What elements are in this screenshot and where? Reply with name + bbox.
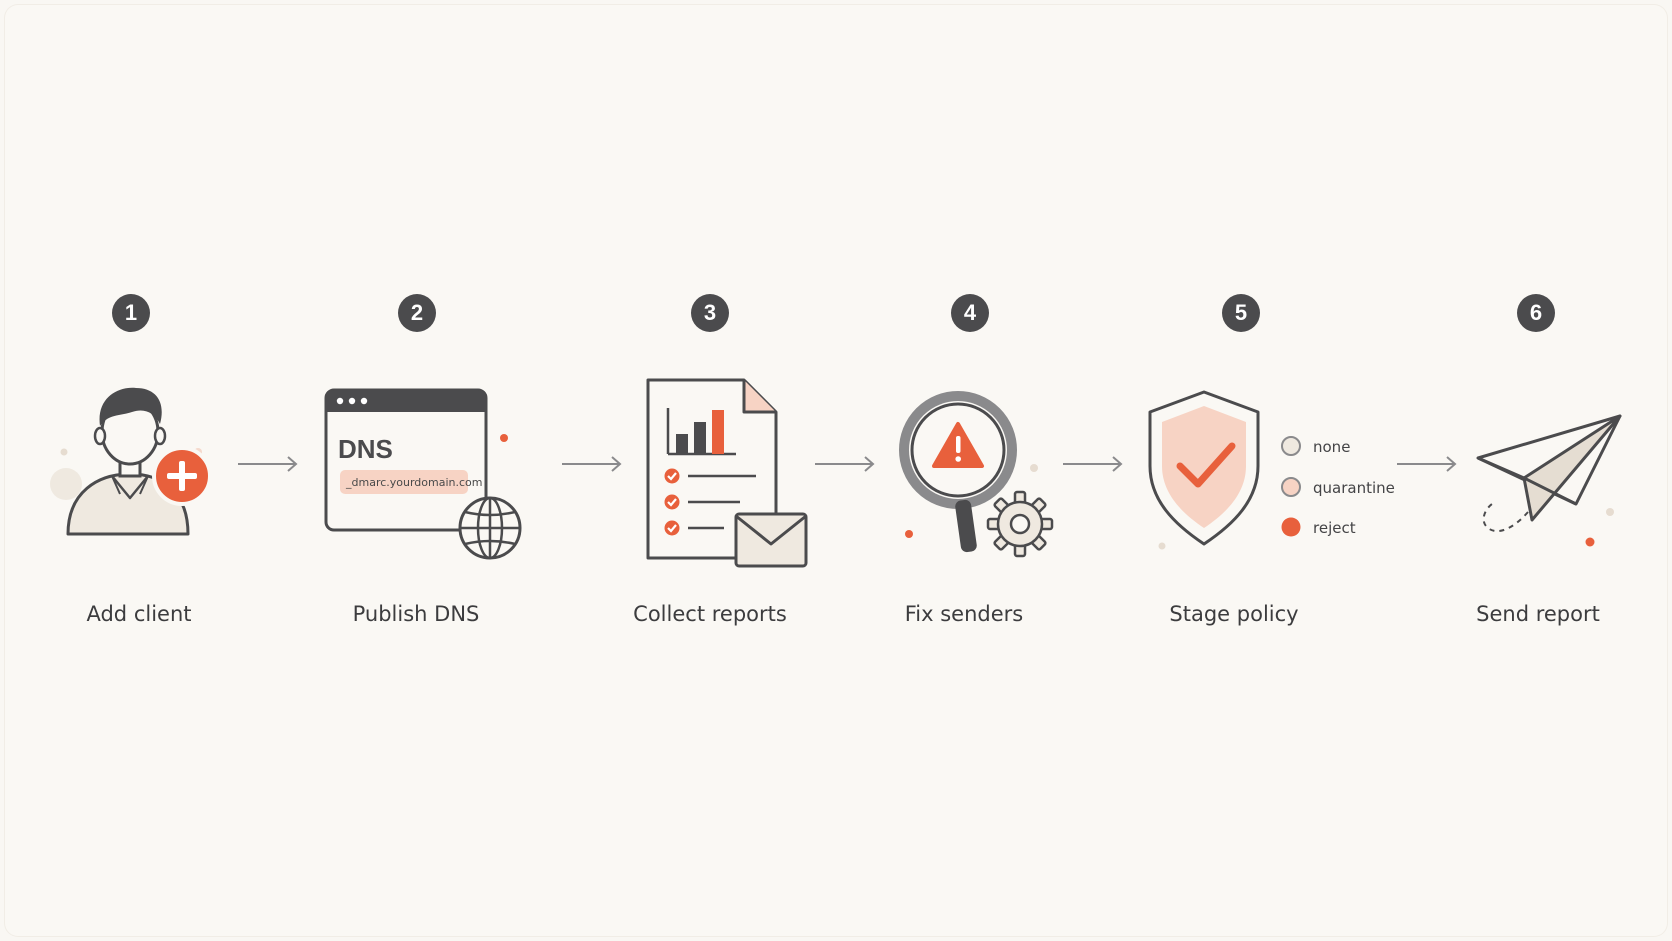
step-6-badge: 6 (1517, 294, 1555, 332)
report-document-icon (646, 378, 808, 568)
step-1-label: Add client (86, 602, 192, 626)
step-5-badge: 5 (1222, 294, 1260, 332)
step-1-badge: 1 (112, 294, 150, 332)
dns-title: DNS (338, 434, 393, 464)
step-3-badge: 3 (691, 294, 729, 332)
policy-option-reject: reject (1313, 519, 1356, 537)
step-5-label: Stage policy (1169, 602, 1299, 626)
policy-radio-quarantine (1281, 477, 1301, 497)
policy-radio-none (1281, 436, 1301, 456)
step-4-badge: 4 (951, 294, 989, 332)
diagram-canvas: 1 2 3 4 5 6 DNS _dmarc.yourdomain.c (4, 4, 1668, 937)
step-2-label: Publish DNS (352, 602, 480, 626)
magnifier-warning-icon (899, 391, 1054, 558)
arrow-3-4 (815, 456, 875, 472)
policy-option-quarantine: quarantine (1313, 479, 1395, 497)
paper-plane-icon (1476, 414, 1622, 547)
user-add-icon (50, 387, 212, 536)
step-2-badge: 2 (398, 294, 436, 332)
step-6-label: Send report (1476, 602, 1600, 626)
step-4-label: Fix senders (904, 602, 1024, 626)
dns-window-icon: DNS _dmarc.yourdomain.com (324, 388, 522, 560)
policy-radio-reject (1281, 517, 1301, 537)
dns-record-text: _dmarc.yourdomain.com (345, 476, 483, 489)
arrow-5-6 (1397, 456, 1457, 472)
policy-option-none: none (1313, 438, 1351, 456)
shield-check-icon (1148, 390, 1260, 550)
step-3-label: Collect reports (633, 602, 787, 626)
arrow-4-5 (1063, 456, 1123, 472)
arrow-1-2 (238, 456, 298, 472)
arrow-2-3 (562, 456, 622, 472)
